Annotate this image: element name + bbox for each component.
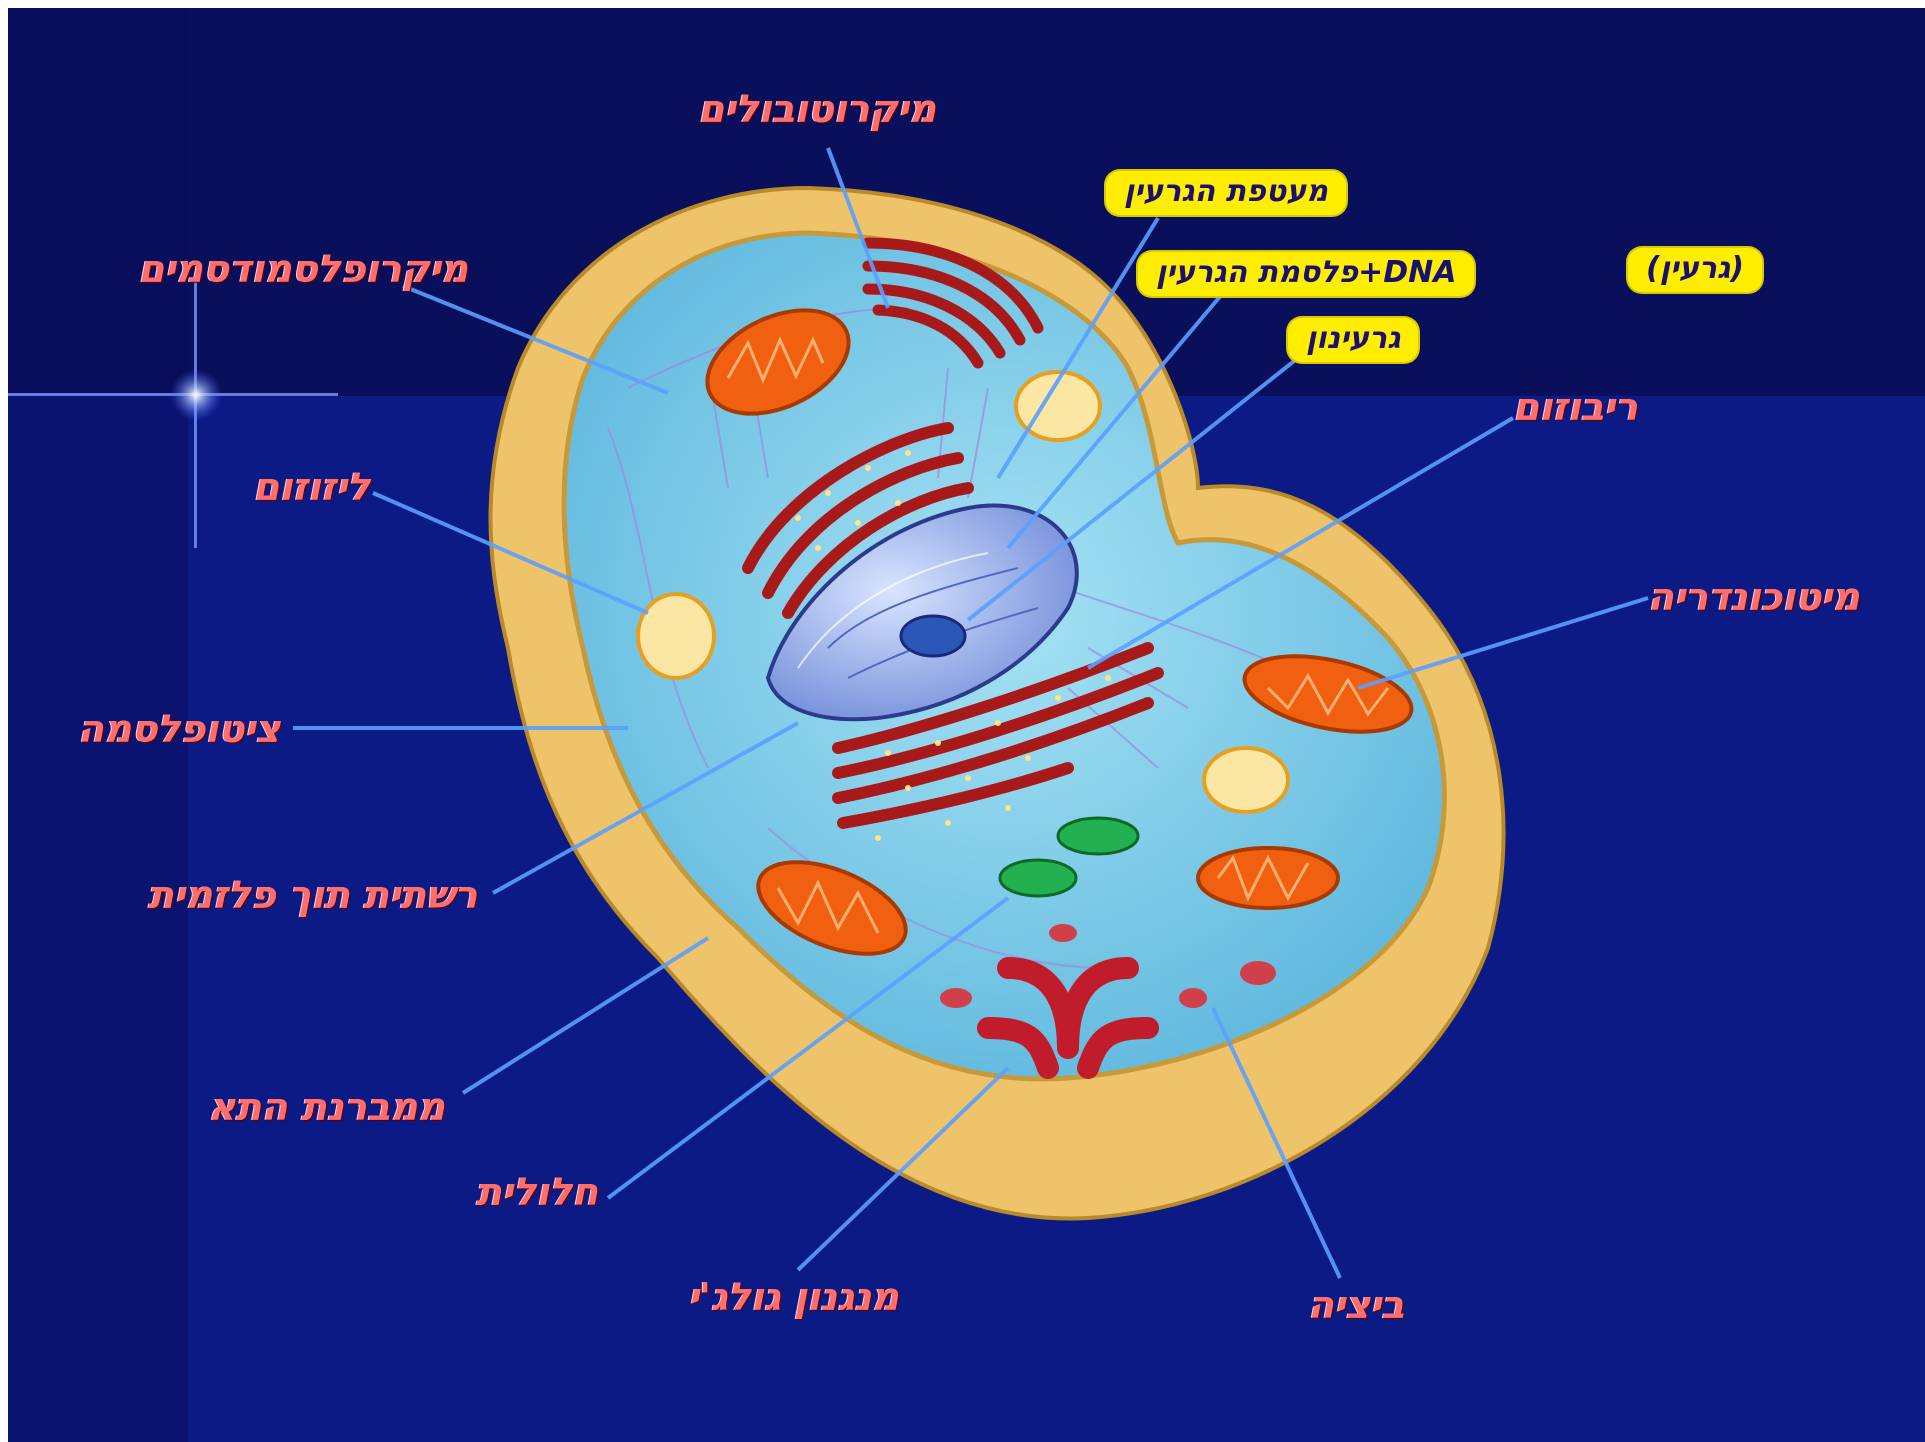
label-ribosome: ריבוזום (1513, 388, 1638, 426)
label-mitochondria: מיטוכונדריה (1648, 578, 1860, 616)
label-lysosome: ליזוזום (253, 468, 370, 506)
small-vesicle (940, 988, 972, 1008)
mitochondrion (1198, 848, 1338, 908)
label-nucleus: (גרעין) (1628, 248, 1762, 292)
nucleolus (901, 616, 965, 656)
vacuole (638, 594, 714, 678)
label-smooth-er: רשתית תוך פלזמית (148, 876, 478, 914)
green-body (1058, 818, 1138, 854)
vacuole (1204, 748, 1288, 812)
slide: מיקרוטובולים מיקרופלסמודסמים ליזוזום ציט… (8, 8, 1925, 1442)
label-cell-membrane: ממברנת התא (208, 1088, 445, 1126)
green-body (1000, 860, 1076, 896)
cell-diagram (8, 8, 1925, 1442)
label-cytoplasm: ציטופלסמה (78, 710, 280, 748)
label-microtubules: מיקרוטובולים (698, 90, 936, 128)
label-nucleolus: גרעינון (1288, 318, 1418, 362)
small-vesicle (1179, 988, 1207, 1008)
label-plasmodesmata: מיקרופלסמודסמים (138, 250, 468, 288)
label-vacuole: חלולית (476, 1173, 598, 1211)
small-vesicle (1240, 961, 1276, 985)
label-dna-nucleoplasm: DNA+פלסמת הגרעין (1138, 252, 1474, 296)
label-nuclear-envelope: מעטפת הגרעין (1106, 171, 1346, 215)
small-vesicle (1049, 924, 1077, 942)
label-centrosome: ביציה (1308, 1286, 1404, 1324)
label-golgi: מנגנון גולג'י (688, 1278, 899, 1316)
